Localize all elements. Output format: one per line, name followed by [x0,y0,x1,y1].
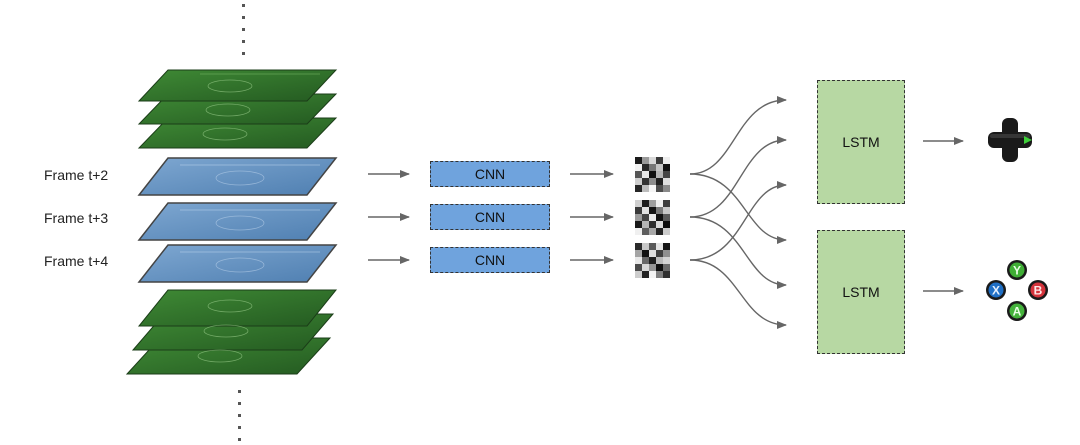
cnn-label: CNN [474,166,506,182]
cnn-box-1: CNN [430,161,550,187]
button-a-label: A [1013,305,1022,319]
cnn-label: CNN [474,209,506,225]
cnn-label: CNN [474,252,506,268]
frame-blue-t4 [137,244,338,283]
bottom-ellipsis [238,390,241,441]
feature-map-2 [635,200,670,235]
lstm-label: LSTM [842,284,880,300]
arrows-lstm-to-output [923,137,964,295]
arrows-frame-to-cnn [368,170,410,264]
frame-blue-t2 [137,157,338,196]
arrows-feature-to-lstm [689,96,787,329]
dpad-icon [988,118,1032,162]
button-y-label: Y [1013,264,1021,278]
feature-map-1 [635,157,670,192]
frame-label-t3: Frame t+3 [44,210,109,226]
gamepad-face-buttons-icon: Y X B A [986,260,1048,321]
frame-label-t4: Frame t+4 [44,253,109,269]
frame-stack-bottom [125,289,338,375]
arrows-cnn-to-feature [570,170,614,264]
top-ellipsis [242,4,245,55]
cnn-box-2: CNN [430,204,550,230]
lstm-box-top: LSTM [817,80,905,204]
lstm-label: LSTM [842,134,880,150]
button-b-label: B [1034,284,1043,298]
lstm-box-bottom: LSTM [817,230,905,354]
frame-blue-t3 [137,202,338,241]
frame-label-t2: Frame t+2 [44,167,109,183]
cnn-box-3: CNN [430,247,550,273]
frame-stack-top [137,69,338,149]
button-x-label: X [992,284,1000,298]
feature-map-3 [635,243,670,278]
